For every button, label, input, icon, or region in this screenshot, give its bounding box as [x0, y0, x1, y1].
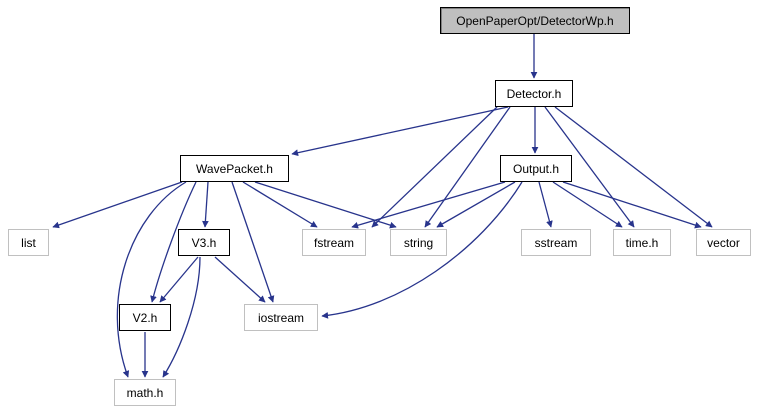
- node-label-wavepacket: WavePacket.h: [196, 161, 273, 176]
- edge-v3-to-math: [162, 256, 201, 378]
- node-label-vector: vector: [707, 235, 740, 250]
- edge-output-to-string: [436, 181, 516, 228]
- node-math[interactable]: math.h: [114, 379, 176, 406]
- node-wavepacket[interactable]: WavePacket.h: [180, 155, 289, 182]
- node-timeh[interactable]: time.h: [613, 229, 671, 256]
- node-label-list: list: [21, 235, 36, 250]
- edge-detector-to-timeh: [544, 106, 635, 228]
- edge-output-to-iostream: [321, 181, 523, 319]
- node-label-detector: Detector.h: [506, 86, 562, 101]
- node-label-sstream: sstream: [534, 235, 578, 250]
- node-fstream[interactable]: fstream: [302, 229, 366, 256]
- edge-detector-to-wavepacket: [291, 106, 509, 157]
- node-root: OpenPaperOpt/DetectorWp.h: [440, 7, 630, 34]
- node-label-v2: V2.h: [132, 310, 158, 325]
- edge-wavepacket-to-iostream: [231, 181, 275, 303]
- edge-detector-to-fstream: [371, 106, 498, 228]
- edge-wavepacket-to-v2: [150, 181, 197, 303]
- edge-wavepacket-to-fstream: [242, 181, 318, 228]
- node-v3[interactable]: V3.h: [178, 229, 230, 256]
- node-vector[interactable]: vector: [696, 229, 751, 256]
- node-label-root: OpenPaperOpt/DetectorWp.h: [456, 13, 614, 28]
- edge-output-to-vector: [562, 181, 702, 229]
- node-label-math: math.h: [126, 385, 164, 400]
- edge-v3-to-iostream: [214, 256, 266, 303]
- node-string[interactable]: string: [390, 229, 447, 256]
- node-label-v3: V3.h: [191, 235, 217, 250]
- edge-detector-to-vector: [554, 106, 713, 228]
- edge-output-to-timeh: [552, 181, 623, 228]
- edge-wavepacket-to-string: [254, 181, 397, 229]
- node-detector[interactable]: Detector.h: [495, 80, 573, 107]
- edge-output-to-fstream: [351, 181, 506, 229]
- edge-detector-to-string: [424, 106, 511, 228]
- node-label-output: Output.h: [512, 161, 560, 176]
- node-label-string: string: [403, 235, 434, 250]
- edge-wavepacket-to-math: [116, 181, 187, 378]
- node-output[interactable]: Output.h: [500, 155, 572, 182]
- node-v2[interactable]: V2.h: [119, 304, 171, 331]
- node-sstream[interactable]: sstream: [521, 229, 591, 256]
- edge-wavepacket-to-v3: [202, 181, 209, 228]
- edge-output-to-sstream: [538, 181, 553, 228]
- node-label-iostream: iostream: [257, 310, 304, 325]
- node-label-timeh: time.h: [625, 235, 659, 250]
- edge-v3-to-v2: [159, 256, 199, 303]
- edge-wavepacket-to-list: [52, 181, 183, 229]
- node-list[interactable]: list: [8, 229, 49, 256]
- node-iostream[interactable]: iostream: [244, 304, 318, 331]
- node-label-fstream: fstream: [313, 235, 354, 250]
